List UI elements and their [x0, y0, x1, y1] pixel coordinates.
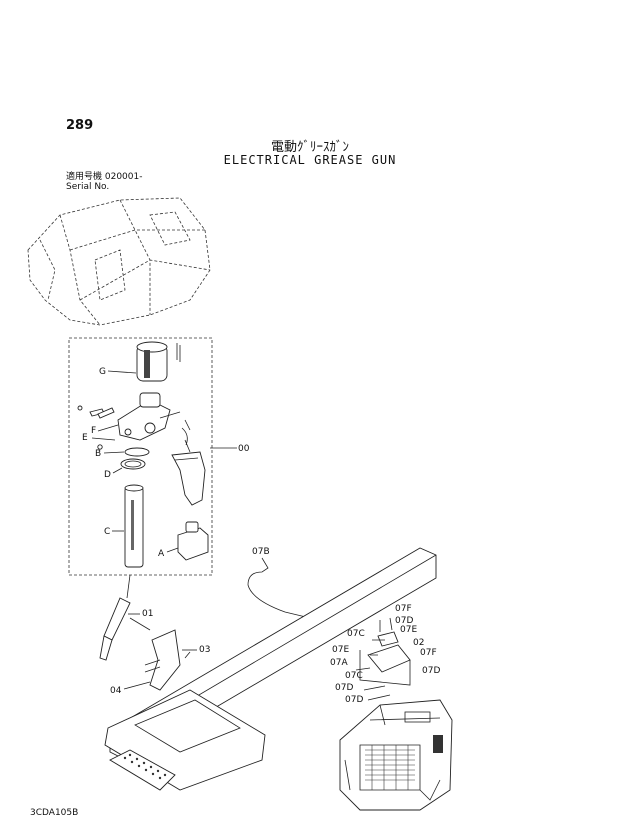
part-g-motor-unit [136, 341, 181, 382]
serial-block: 適用号機 020001- Serial No. [66, 172, 142, 192]
callout-b: B [95, 449, 101, 459]
callout-assembly-00: 00 [238, 444, 250, 454]
callout-04: 04 [110, 686, 122, 696]
callout-07f-right: 07F [420, 648, 437, 658]
floor-plate [104, 689, 266, 791]
callout-07e-left: 07E [332, 645, 349, 655]
part-02-holder-assembly [359, 617, 411, 686]
callout-d: D [104, 470, 111, 480]
page-number: 289 [66, 118, 94, 133]
cab-structure [339, 699, 453, 811]
callout-07d-left: 07D [335, 683, 353, 693]
part-c-cartridge [124, 484, 144, 568]
callout-g: G [99, 367, 106, 377]
callout-07f-top: 07F [395, 604, 412, 614]
kit-boundary-box [68, 337, 213, 576]
callout-c: C [104, 527, 110, 537]
part-e-washer [97, 444, 103, 450]
serial-english: Serial No. [66, 182, 110, 192]
part-a-battery [177, 521, 209, 561]
callout-07b: 07B [252, 547, 270, 557]
callout-07d-top: 07D [395, 616, 413, 626]
callout-07c-top: 07C [347, 629, 365, 639]
part-f-screws [77, 405, 115, 419]
callout-03: 03 [199, 645, 210, 655]
machine-overview-illustration [27, 197, 211, 326]
serial-japanese: 適用号機 020001- [66, 172, 143, 182]
part-07b-harness [247, 557, 311, 619]
callout-07a: 07A [330, 658, 348, 668]
page-title-english: ELECTRICAL GREASE GUN [223, 153, 397, 167]
callout-e: E [82, 433, 88, 443]
grease-gun-handle [171, 427, 206, 506]
gear-housing [117, 392, 171, 441]
part-03-04-bracket [144, 629, 191, 691]
callout-07e-top: 07E [400, 625, 417, 635]
callout-07d-bottom: 07D [345, 695, 363, 705]
callout-07d-right: 07D [422, 666, 440, 676]
part-b-seal [124, 447, 150, 457]
part-01-nozzle [99, 597, 151, 661]
callout-01: 01 [142, 609, 153, 619]
page-title-japanese: 電動ｸﾞﾘｰｽｶﾞﾝ [270, 140, 349, 155]
callout-f: F [91, 426, 96, 436]
callout-a: A [158, 549, 165, 559]
callout-07c-low: 07C [345, 671, 363, 681]
footer-code: 3CDA105B [30, 808, 79, 818]
callout-02: 02 [413, 638, 424, 648]
